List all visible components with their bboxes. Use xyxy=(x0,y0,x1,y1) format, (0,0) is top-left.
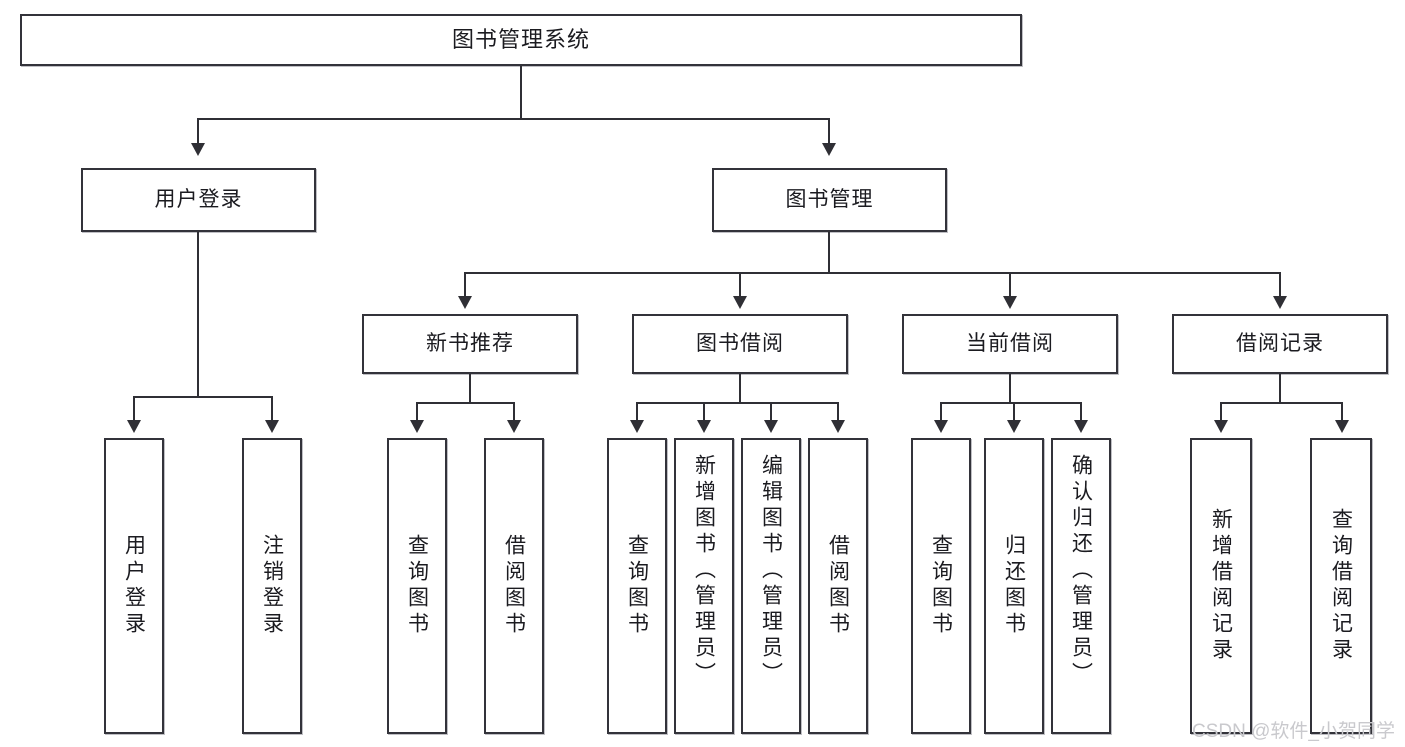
arrowhead-book-borrow xyxy=(733,296,747,309)
leaf-book-borrow-edit-book-admin[interactable]: 编辑图书（管理员） xyxy=(741,438,801,734)
connector-book-borrow-to-leaf-0 xyxy=(636,402,638,422)
connector-book-management-stem xyxy=(828,232,830,273)
leaf-label: 借阅图书 xyxy=(826,534,850,638)
node-label: 图书管理系统 xyxy=(451,27,590,53)
node-label: 新书推荐 xyxy=(426,331,514,355)
connector-book-management-bus xyxy=(464,272,1280,274)
leaf-label: 用户登录 xyxy=(122,534,146,638)
connector-user-login-stem xyxy=(197,232,199,397)
connector-current-borrow-bus xyxy=(940,402,1081,404)
connector-bm-to-current-borrow xyxy=(1009,272,1011,298)
arrowhead-book-borrow-leaf-2 xyxy=(764,420,778,433)
leaf-current-borrow-return-books[interactable]: 归还图书 xyxy=(984,438,1044,734)
connector-bm-to-book-borrow xyxy=(739,272,741,298)
arrowhead-borrow-record-leaf-0 xyxy=(1214,420,1228,433)
connector-book-borrow-to-leaf-1 xyxy=(703,402,705,422)
arrowhead-book-borrow-leaf-1 xyxy=(697,420,711,433)
leaf-label: 借阅图书 xyxy=(502,534,526,638)
arrowhead-user-login-leaf-1 xyxy=(265,420,279,433)
connector-current-borrow-to-leaf-1 xyxy=(1013,402,1015,422)
connector-new-book-to-leaf-0 xyxy=(416,402,418,422)
connector-current-borrow-to-leaf-2 xyxy=(1080,402,1082,422)
leaf-book-borrow-query-books[interactable]: 查询图书 xyxy=(607,438,667,734)
arrowhead-borrow-record xyxy=(1273,296,1287,309)
leaf-label: 查询图书 xyxy=(405,534,429,638)
arrowhead-current-borrow-leaf-2 xyxy=(1074,420,1088,433)
node-current-borrow[interactable]: 当前借阅 xyxy=(902,314,1118,374)
leaf-label: 确认归还（管理员） xyxy=(1069,454,1093,688)
node-label: 当前借阅 xyxy=(966,331,1054,355)
connector-book-borrow-stem xyxy=(739,374,741,403)
connector-new-book-bus xyxy=(416,402,514,404)
connector-user-login-bus xyxy=(133,396,271,398)
connector-root-stem xyxy=(520,66,522,119)
leaf-label: 查询图书 xyxy=(929,534,953,638)
arrowhead-to-user-login xyxy=(191,143,205,156)
leaf-new-book-borrow-books[interactable]: 借阅图书 xyxy=(484,438,544,734)
node-book-management[interactable]: 图书管理 xyxy=(712,168,947,232)
node-label: 用户登录 xyxy=(154,187,243,211)
connector-bm-to-new-book xyxy=(464,272,466,298)
connector-borrow-record-to-leaf-0 xyxy=(1220,402,1222,422)
node-root-book-management-system[interactable]: 图书管理系统 xyxy=(20,14,1022,66)
leaf-current-borrow-query-books[interactable]: 查询图书 xyxy=(911,438,971,734)
leaf-current-borrow-confirm-return-admin[interactable]: 确认归还（管理员） xyxy=(1051,438,1111,734)
node-book-borrow[interactable]: 图书借阅 xyxy=(632,314,848,374)
leaf-borrow-record-query-record[interactable]: 查询借阅记录 xyxy=(1310,438,1372,734)
arrowhead-current-borrow-leaf-0 xyxy=(934,420,948,433)
connector-current-borrow-to-leaf-0 xyxy=(940,402,942,422)
node-label: 图书借阅 xyxy=(696,331,784,355)
connector-root-to-book-management xyxy=(828,118,830,145)
leaf-label: 新增图书（管理员） xyxy=(692,454,716,688)
leaf-book-borrow-add-book-admin[interactable]: 新增图书（管理员） xyxy=(674,438,734,734)
connector-bm-to-borrow-record xyxy=(1279,272,1281,298)
csdn-watermark: CSDN @软件_小贺同学 xyxy=(1192,721,1395,742)
connector-root-to-user-login xyxy=(197,118,199,145)
arrowhead-new-book-recommend xyxy=(458,296,472,309)
arrowhead-book-borrow-leaf-0 xyxy=(630,420,644,433)
leaf-label: 查询图书 xyxy=(625,534,649,638)
connector-user-login-to-leaf-0 xyxy=(133,396,135,422)
arrowhead-new-book-leaf-1 xyxy=(507,420,521,433)
arrowhead-book-borrow-leaf-3 xyxy=(831,420,845,433)
arrowhead-user-login-leaf-0 xyxy=(127,420,141,433)
connector-new-book-stem xyxy=(469,374,471,403)
node-user-login[interactable]: 用户登录 xyxy=(81,168,316,232)
connector-root-bus xyxy=(197,118,829,120)
leaf-user-login-login[interactable]: 用户登录 xyxy=(104,438,164,734)
leaf-user-login-logout[interactable]: 注销登录 xyxy=(242,438,302,734)
leaf-borrow-record-add-record[interactable]: 新增借阅记录 xyxy=(1190,438,1252,734)
leaf-label: 编辑图书（管理员） xyxy=(759,454,783,688)
arrowhead-current-borrow xyxy=(1003,296,1017,309)
connector-borrow-record-to-leaf-1 xyxy=(1341,402,1343,422)
arrowhead-current-borrow-leaf-1 xyxy=(1007,420,1021,433)
connector-current-borrow-stem xyxy=(1009,374,1011,403)
connector-book-borrow-to-leaf-3 xyxy=(837,402,839,422)
leaf-book-borrow-borrow-books[interactable]: 借阅图书 xyxy=(808,438,868,734)
connector-book-borrow-bus xyxy=(636,402,839,404)
arrowhead-new-book-leaf-0 xyxy=(410,420,424,433)
connector-borrow-record-stem xyxy=(1279,374,1281,403)
leaf-label: 新增借阅记录 xyxy=(1209,508,1233,664)
leaf-label: 查询借阅记录 xyxy=(1329,508,1353,664)
leaf-new-book-query-books[interactable]: 查询图书 xyxy=(387,438,447,734)
connector-user-login-to-leaf-1 xyxy=(271,396,273,422)
node-new-book-recommend[interactable]: 新书推荐 xyxy=(362,314,578,374)
node-label: 图书管理 xyxy=(785,187,874,211)
arrowhead-to-book-management xyxy=(822,143,836,156)
arrowhead-borrow-record-leaf-1 xyxy=(1335,420,1349,433)
node-label: 借阅记录 xyxy=(1236,331,1324,355)
connector-book-borrow-to-leaf-2 xyxy=(770,402,772,422)
connector-borrow-record-bus xyxy=(1220,402,1342,404)
leaf-label: 注销登录 xyxy=(260,534,284,638)
leaf-label: 归还图书 xyxy=(1002,534,1026,638)
connector-new-book-to-leaf-1 xyxy=(513,402,515,422)
node-borrow-record[interactable]: 借阅记录 xyxy=(1172,314,1388,374)
